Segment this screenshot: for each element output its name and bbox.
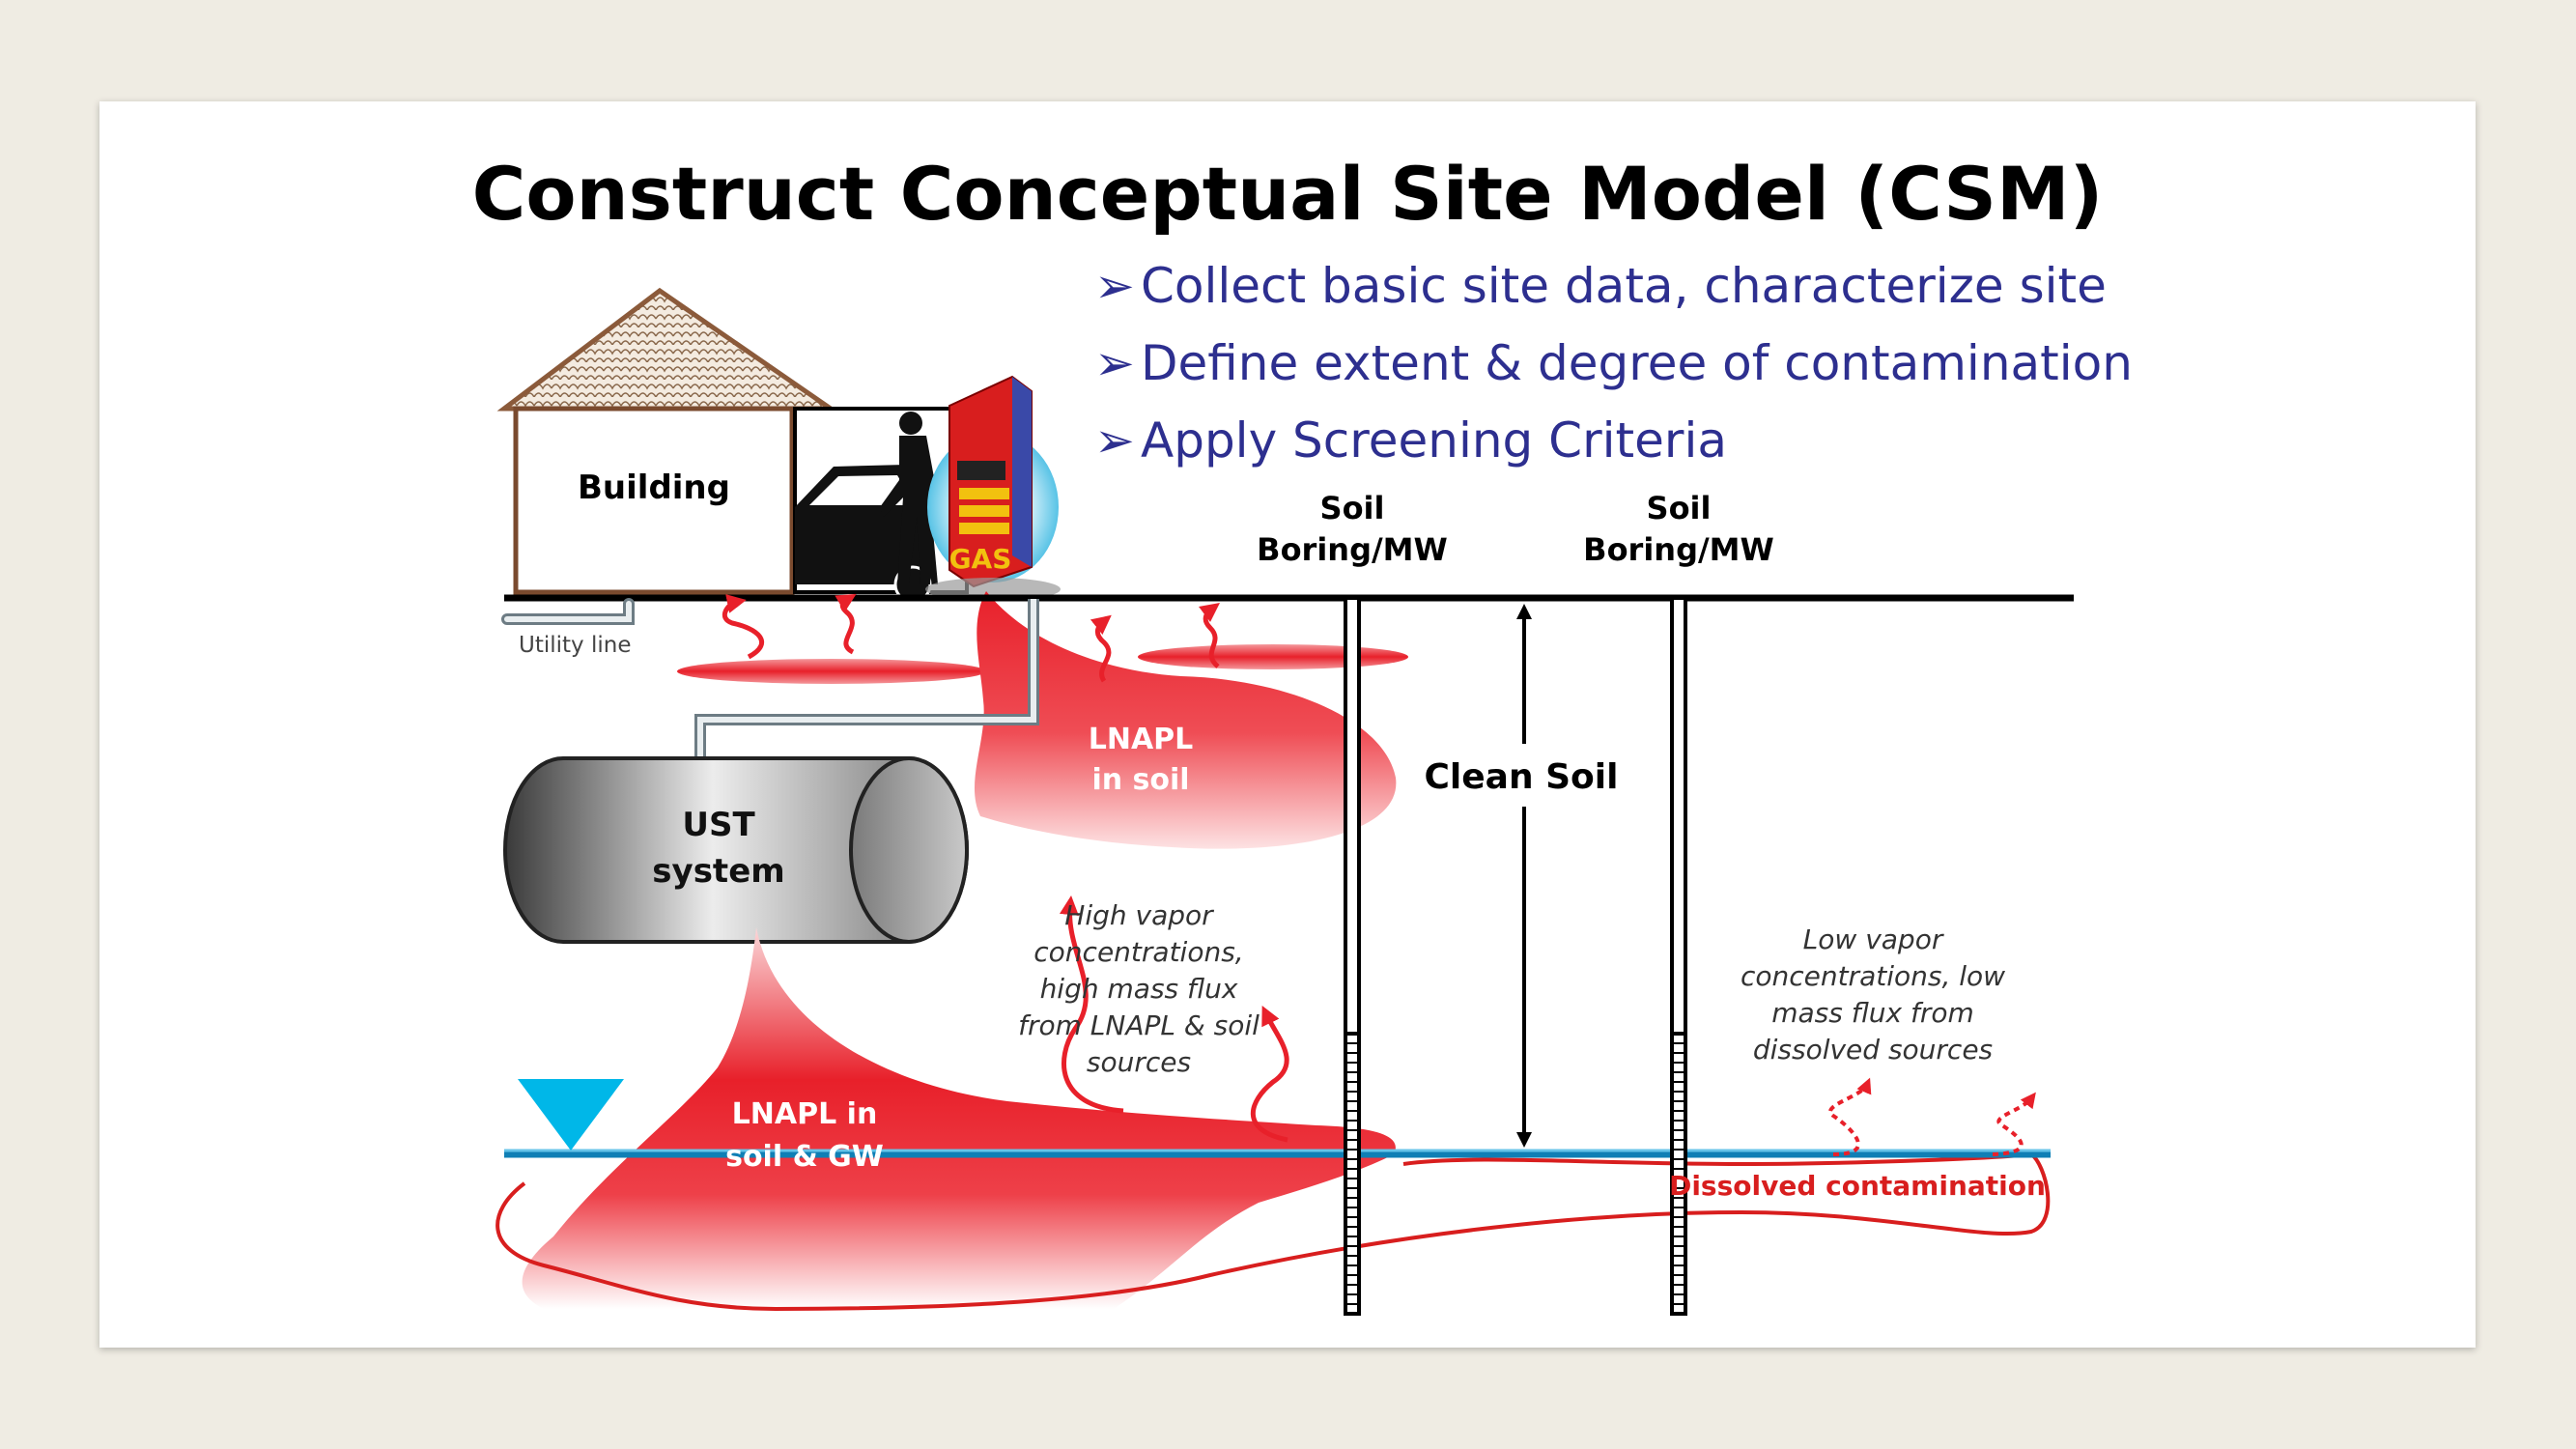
boring1-label-line1: Soil (1320, 490, 1385, 526)
arrow-bullet-icon: ➢ (1094, 335, 1135, 391)
clean-soil-label: Clean Soil (1425, 757, 1619, 797)
bullet-item: ➢Collect basic site data, characterize s… (1094, 254, 2133, 331)
bullet-text: Apply Screening Criteria (1141, 412, 1727, 469)
high-vapor-note-line: high mass flux (1040, 973, 1238, 1005)
gas-pump-icon (925, 375, 1061, 601)
lnapl-soil-plume (974, 591, 1397, 849)
vapor-arrow-icon (835, 593, 857, 655)
high-vapor-note-line: High vapor (1064, 899, 1214, 931)
dissolved-label: Dissolved contamination (1669, 1170, 2046, 1202)
page-title: Construct Conceptual Site Model (CSM) (471, 151, 2104, 237)
vapor-lens (677, 659, 986, 684)
building-roof (496, 287, 839, 412)
building (513, 406, 795, 595)
vapor-arrow-dotted-icon (1828, 1077, 1872, 1156)
high-vapor-note-line: from LNAPL & soil (1018, 1009, 1260, 1041)
lnapl-gw-plume (522, 927, 1396, 1309)
low-vapor-note-line: Low vapor (1803, 923, 1944, 955)
bullet-item: ➢Define extent & degree of contamination (1094, 331, 2133, 409)
vapor-arrow-icon (1198, 602, 1220, 668)
boring-well (1670, 596, 1687, 1316)
slide: Construct Conceptual Site Model (CSM) ➢C… (99, 101, 2476, 1348)
boring2-label-line2: Boring/MW (1583, 531, 1774, 568)
arrow-bullet-icon: ➢ (1094, 412, 1135, 469)
water-table-icon (518, 1079, 624, 1151)
bullet-text: Define extent & degree of contamination (1141, 335, 2133, 391)
vapor-arrow-icon (722, 594, 764, 660)
bullet-text: Collect basic site data, characterize si… (1141, 258, 2107, 314)
vapor-arrow-icon (1060, 895, 1124, 1114)
person-head (899, 412, 922, 435)
lnapl-gw-label-line1: LNAPL in (732, 1097, 878, 1131)
vapor-lens (1138, 644, 1408, 669)
vapor-arrow-dotted-icon (1992, 1092, 2036, 1156)
arrow-bullet-icon: ➢ (1094, 258, 1135, 314)
utility-line-label: Utility line (519, 633, 631, 658)
lnapl-soil-label-line2: in soil (1091, 763, 1189, 797)
vapor-arrow-icon (1090, 614, 1112, 683)
bullet-item: ➢Apply Screening Criteria (1094, 409, 2133, 486)
boring2-label-line1: Soil (1647, 490, 1712, 526)
low-vapor-note-line: mass flux from (1771, 997, 1974, 1029)
site-model-diagram: Building GAS Utility l (495, 287, 2074, 1316)
low-vapor-note-line: dissolved sources (1753, 1034, 1993, 1065)
lnapl-soil-label-line1: LNAPL (1089, 723, 1194, 756)
high-vapor-note-line: concentrations, (1033, 936, 1243, 968)
high-vapor-note-line: sources (1087, 1046, 1191, 1078)
ust-tank-end (849, 756, 969, 944)
bullet-list: ➢Collect basic site data, characterize s… (1094, 254, 2133, 486)
person-silhouette (880, 436, 936, 584)
low-vapor-note-line: concentrations, low (1741, 960, 2005, 992)
lnapl-gw-label-line2: soil & GW (725, 1140, 884, 1174)
building-label: Building (578, 469, 730, 507)
ust-label-line1: UST (682, 806, 755, 844)
ust-label-line2: system (652, 852, 784, 891)
boring-well (1344, 596, 1361, 1316)
pump-sign: GAS (949, 543, 1012, 575)
boring1-label-line2: Boring/MW (1257, 531, 1448, 568)
vapor-arrow-icon (1250, 1005, 1289, 1143)
